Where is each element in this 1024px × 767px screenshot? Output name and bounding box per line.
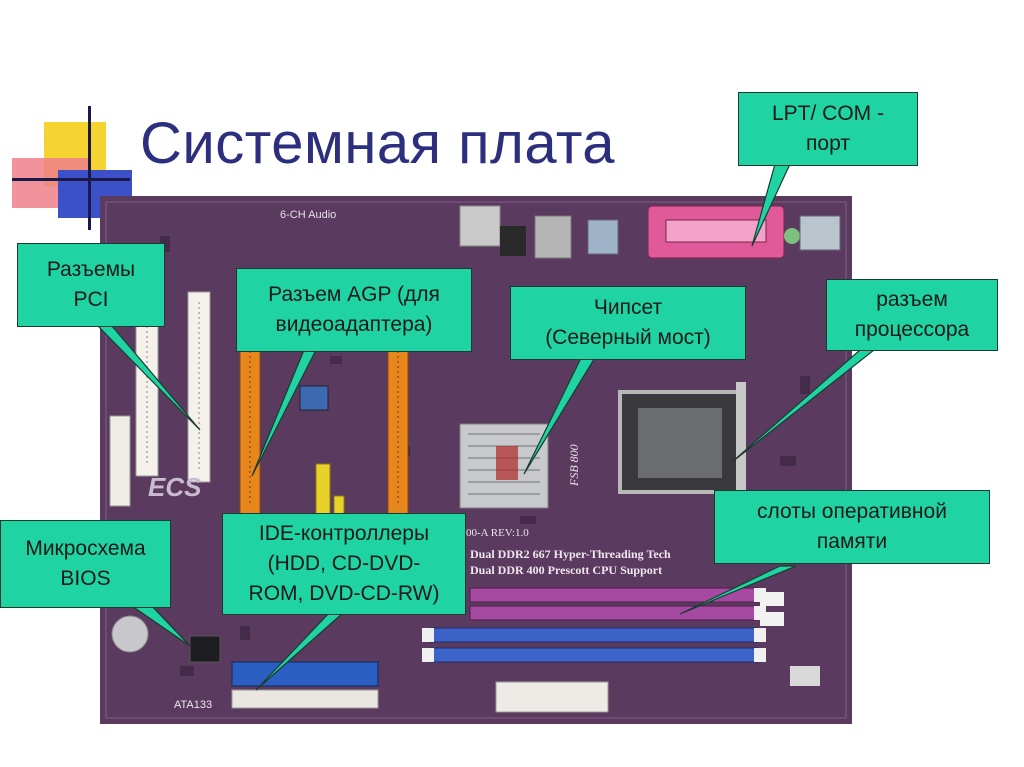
callout-cpu-socket-text: разъем процессора <box>854 288 970 341</box>
callout-cpu-socket: разъем процессора <box>826 279 998 351</box>
callout-ram-slots-text: слоты оперативной памяти <box>757 500 947 553</box>
callout-chipset-text: Чипсет (Северный мост) <box>545 296 711 349</box>
callout-lpt-com-port: LPT/ COM - порт <box>738 92 918 166</box>
pointer-lpt <box>751 163 791 247</box>
pointer-pci <box>96 325 201 431</box>
pointer-cpu <box>731 349 876 463</box>
board-marking-memory-2: Dual DDR 400 Prescott CPU Support <box>470 563 662 577</box>
callout-chipset: Чипсет (Северный мост) <box>510 286 746 360</box>
motherboard-svg: 6-CH Audio ECS FSB 800 5400-A REV:1. <box>100 196 852 724</box>
cmos-battery <box>111 615 149 653</box>
motherboard-image: 6-CH Audio ECS FSB 800 5400-A REV:1. <box>100 196 852 724</box>
bios-chip <box>189 635 221 663</box>
decor-horizontal-line <box>12 178 130 181</box>
pointer-ide <box>255 611 346 691</box>
board-marking-memory-1: Dual DDR2 667 Hyper-Threading Tech <box>470 547 671 561</box>
board-marking-revision: 5400-A REV:1.0 <box>455 527 529 539</box>
callout-agp-slot: Разъем AGP (для видеоадаптера) <box>236 268 472 352</box>
slide-title: Системная плата <box>140 111 616 176</box>
callout-bios-chip: Микросхема BIOS <box>0 520 171 608</box>
pointer-chipset <box>523 355 598 475</box>
ide-connector <box>231 661 379 687</box>
board-marking-audio: 6-CH Audio <box>280 209 336 221</box>
callout-ide-controllers: IDE-контроллеры (HDD, CD-DVD- ROM, DVD-C… <box>222 513 466 615</box>
callout-ram-slots: слоты оперативной памяти <box>714 490 990 564</box>
callout-pci-slots: Разъемы PCI <box>17 243 165 327</box>
callout-pci-slots-text: Разъемы PCI <box>46 258 136 311</box>
pointer-ram <box>679 565 797 615</box>
board-marking-fsb: FSB 800 <box>567 444 581 487</box>
callout-agp-slot-text: Разъем AGP (для видеоадаптера) <box>268 283 440 336</box>
board-marking-brand: ECS <box>148 472 202 502</box>
board-marking-ide: ATA133 <box>174 699 212 711</box>
decor-vertical-line <box>88 106 91 230</box>
callout-bios-chip-text: Микросхема BIOS <box>25 537 146 590</box>
callout-lpt-com-port-text: LPT/ COM - порт <box>771 102 884 155</box>
pointer-agp <box>251 349 317 477</box>
callout-ide-controllers-text: IDE-контроллеры (HDD, CD-DVD- ROM, DVD-C… <box>248 522 440 605</box>
